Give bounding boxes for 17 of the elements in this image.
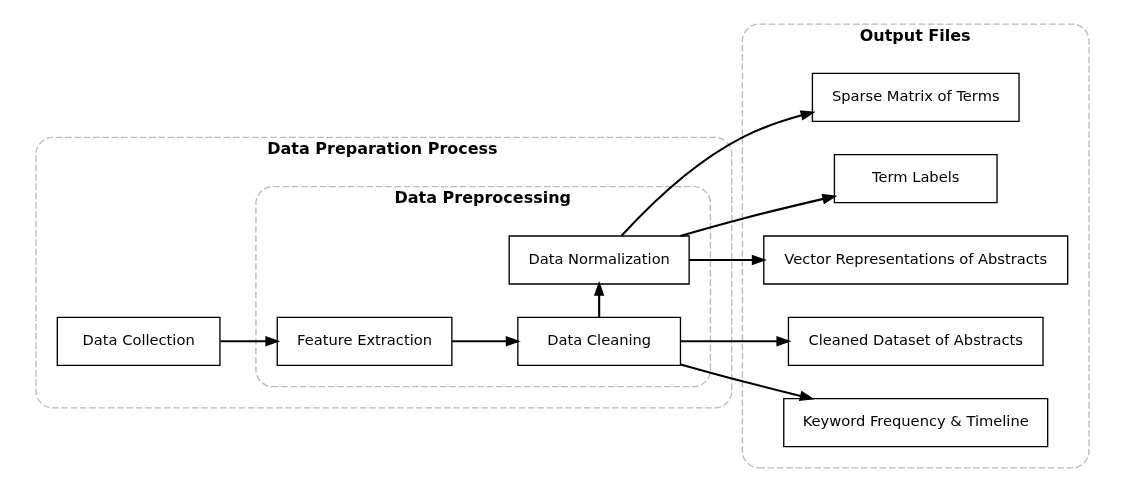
arrow — [593, 280, 605, 318]
arrow — [679, 193, 838, 237]
arrow — [689, 254, 767, 266]
node-box: Vector Representations of Abstracts — [763, 235, 1069, 285]
node-box: Keyword Frequency & Timeline — [783, 397, 1049, 448]
arrow — [620, 110, 816, 237]
node-box: Feature Extraction — [276, 316, 453, 366]
node-box: Sparse Matrix of Terms — [811, 72, 1020, 123]
arrow — [680, 336, 792, 347]
arrow — [680, 363, 815, 401]
node-box: Cleaned Dataset of Abstracts — [787, 316, 1044, 366]
node-box: Term Labels — [833, 154, 998, 204]
node-box: Data Collection — [56, 316, 221, 366]
node-box: Data Normalization — [508, 235, 690, 285]
arrow — [452, 336, 521, 347]
arrow — [220, 336, 281, 347]
node-box: Data Cleaning — [517, 316, 682, 366]
